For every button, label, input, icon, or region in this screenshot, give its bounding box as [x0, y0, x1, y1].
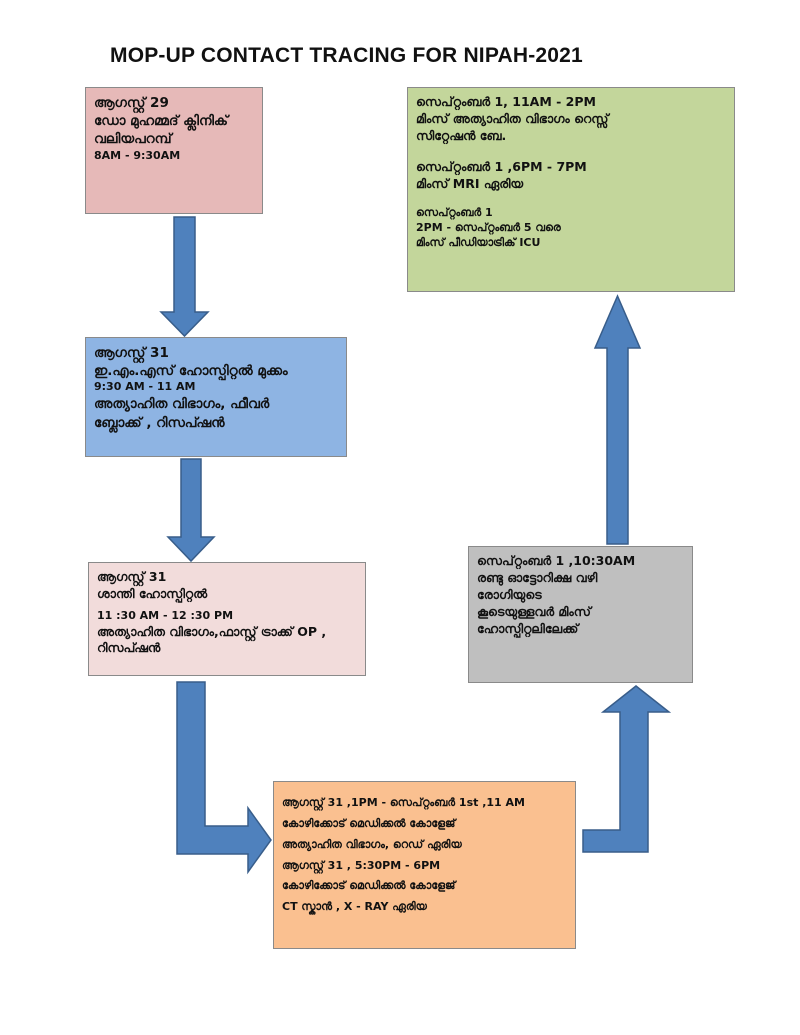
shanthi-area1: അത്യാഹിത വിഭാഗം,ഫാസ്റ്റ് ട്രാക്ക് OP ,: [97, 623, 327, 639]
box-sep1-autorickshaw: സെപ്റ്റംബർ 1 ,10:30AM രണ്ടു ഓട്ടോറിക്ഷ വ…: [468, 546, 693, 683]
kmc-line4: ആഗസ്റ്റ് 31 , 5:30PM - 6PM: [282, 858, 441, 872]
arrow-elbow-2: [582, 685, 672, 853]
shanthi-place: ശാന്തി ഹോസ്പിറ്റൽ: [97, 585, 208, 601]
arrow-down-2: [166, 458, 216, 563]
auto-line4: കൂടെയുള്ളവർ മിംസ്: [477, 603, 591, 619]
auto-line3: രോഗിയുടെ: [477, 586, 542, 602]
shanthi-time: 11 :30 AM - 12 :30 PM: [97, 608, 234, 622]
box-mims-hospital: സെപ്റ്റംബർ 1, 11AM - 2PM മിംസ് അത്യാഹിത …: [407, 87, 735, 292]
box-aug31-shanthi-hospital: ആഗസ്റ്റ് 31 ശാന്തി ഹോസ്പിറ്റൽ 11 :30 AM …: [88, 562, 366, 676]
aug29-date: ആഗസ്റ്റ് 29: [94, 95, 169, 111]
shanthi-date: ആഗസ്റ്റ് 31: [97, 569, 167, 584]
mims-line6: സെപ്റ്റംബർ 1: [416, 206, 493, 220]
aug29-place1: ഡോ മുഹമ്മദ് ക്ലിനിക്: [94, 113, 228, 130]
ems-time: 9:30 AM - 11 AM: [94, 380, 196, 394]
mims-line4: സെപ്റ്റംബർ 1 ,6PM - 7PM: [416, 158, 587, 174]
box-aug29-clinic: ആഗസ്റ്റ് 29 ഡോ മുഹമ്മദ് ക്ലിനിക് വലിയപറമ…: [85, 87, 263, 214]
aug29-time: 8AM - 9:30AM: [94, 148, 181, 162]
auto-line2: രണ്ടു ഓട്ടോറിക്ഷ വഴി: [477, 569, 598, 585]
mims-line5: മിംസ് MRI ഏരിയ: [416, 175, 524, 191]
box-aug31-ems-hospital: ആഗസ്റ്റ് 31 ഇ.എം.എസ് ഹോസ്പിറ്റൽ മുക്കം 9…: [85, 337, 347, 457]
aug29-place2: വലിയപറമ്പ്: [94, 131, 172, 148]
mims-line7: 2PM - സെപ്റ്റംബർ 5 വരെ: [416, 221, 561, 235]
ems-place: ഇ.എം.എസ് ഹോസ്പിറ്റൽ മുക്കം: [94, 363, 288, 380]
arrow-elbow-1: [176, 681, 272, 875]
mims-line1: സെപ്റ്റംബർ 1, 11AM - 2PM: [416, 94, 596, 109]
arrow-up-1: [593, 294, 642, 545]
kmc-line5: കോഴിക്കോട് മെഡിക്കൽ കോളേജ്: [282, 879, 456, 893]
kmc-line3: അത്യാഹിത വിഭാഗം, റെഡ് ഏരിയ: [282, 837, 462, 851]
mims-line2: മിംസ് അത്യാഹിത വിഭാഗം റെസ്സ്: [416, 110, 609, 126]
shanthi-area2: റിസപ്ഷൻ: [97, 640, 161, 656]
kmc-line6: CT സ്കാൻ , X - RAY ഏരിയ: [282, 900, 427, 914]
auto-line1: സെപ്റ്റംബർ 1 ,10:30AM: [477, 553, 636, 568]
arrow-down-1: [159, 216, 210, 338]
ems-date: ആഗസ്റ്റ് 31: [94, 345, 169, 361]
page-title: MOP-UP CONTACT TRACING FOR NIPAH-2021: [110, 44, 583, 67]
mims-line8: മിംസ് പീഡിയാട്രിക് ICU: [416, 236, 541, 250]
mims-line3: സിറ്റേഷൻ ബേ.: [416, 127, 507, 143]
kmc-line2: കോഴിക്കോട് മെഡിക്കൽ കോളേജ്: [282, 816, 456, 830]
ems-area1: അത്യാഹിത വിഭാഗം, ഫീവർ: [94, 396, 270, 413]
kmc-line1: ആഗസ്റ്റ് 31 ,1PM - സെപ്റ്റംബർ 1st ,11 AM: [282, 796, 525, 809]
box-kozhikode-medical-college: ആഗസ്റ്റ് 31 ,1PM - സെപ്റ്റംബർ 1st ,11 AM…: [273, 781, 576, 949]
ems-area2: ബ്ലോക്ക് , റിസപ്ഷൻ: [94, 414, 225, 431]
auto-line5: ഹോസ്പിറ്റലിലേക്ക്: [477, 620, 579, 636]
